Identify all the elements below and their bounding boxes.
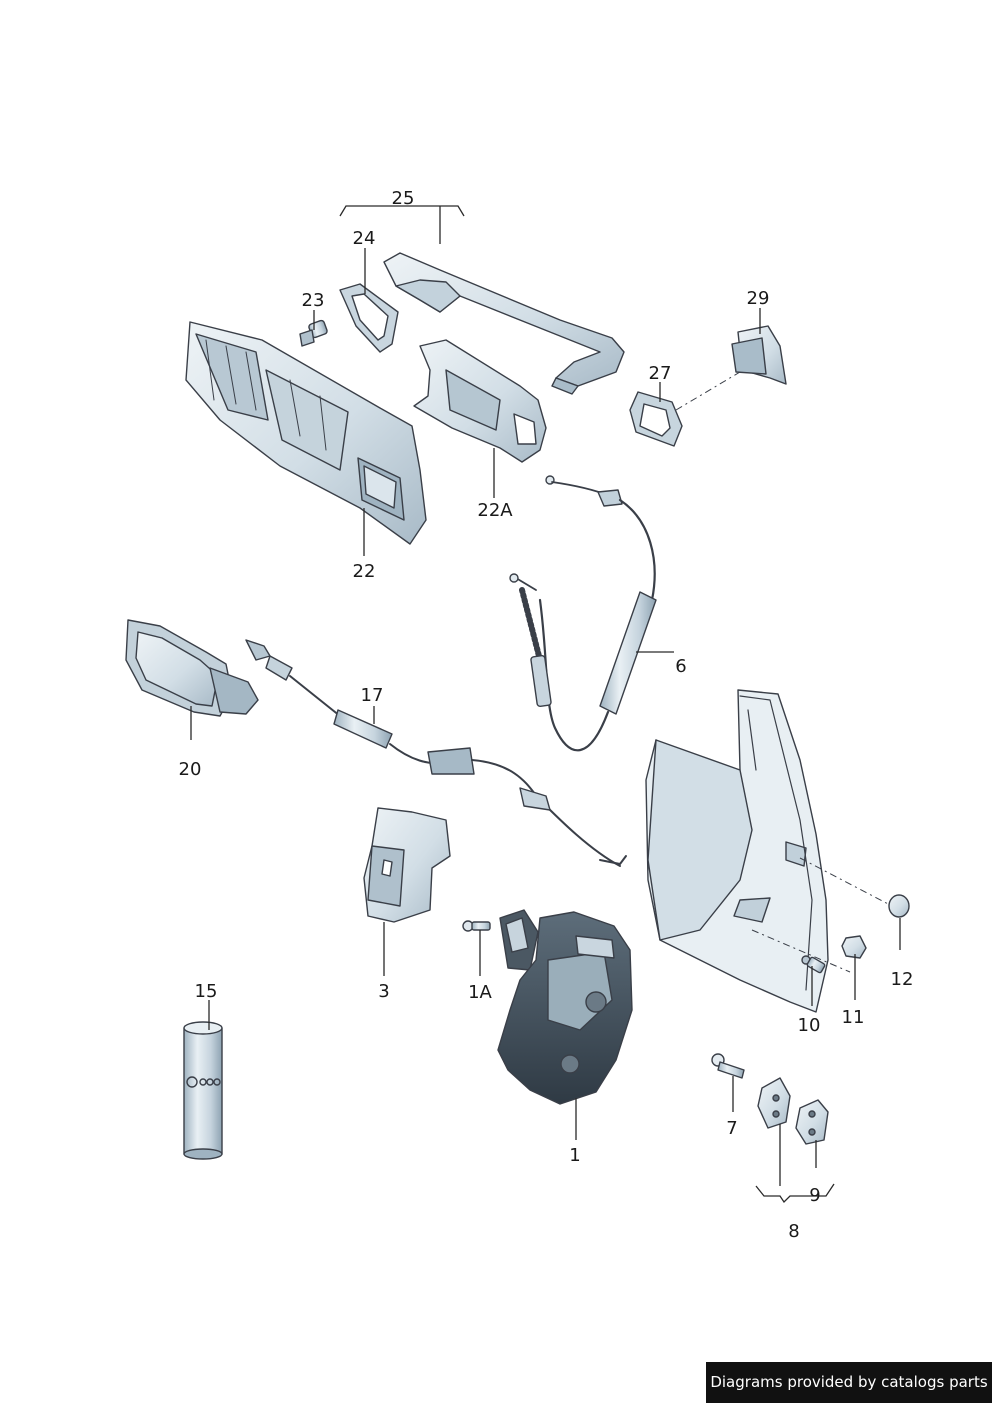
outer-door-handle [383, 252, 625, 395]
release-cable [509, 475, 657, 752]
leader-lines [190, 205, 901, 1204]
inner-door-handle [125, 619, 259, 717]
label-6: 6 [675, 656, 686, 677]
label-8: 8 [788, 1221, 799, 1242]
label-24: 24 [353, 228, 376, 249]
label-22A: 22A [477, 500, 513, 521]
label-20: 20 [179, 759, 202, 780]
label-3: 3 [378, 981, 389, 1002]
handle-carrier-frame [185, 321, 427, 545]
screw-10 [801, 955, 826, 974]
spacer-nut [841, 935, 867, 959]
shim-plate [795, 1099, 829, 1145]
label-11: 11 [842, 1007, 865, 1028]
inner-release-cable [245, 639, 627, 867]
lock-trim [629, 391, 683, 447]
door-shell [645, 689, 829, 1013]
plug-cap [888, 894, 910, 918]
label-25: 25 [392, 188, 415, 209]
grease-can [183, 1021, 223, 1160]
label-7: 7 [726, 1118, 737, 1139]
label-15: 15 [195, 981, 218, 1002]
label-23: 23 [302, 290, 325, 311]
label-22: 22 [353, 561, 376, 582]
bolt-1a [462, 920, 491, 932]
label-27: 27 [649, 363, 672, 384]
lock-cover-cap [731, 325, 787, 385]
label-9: 9 [809, 1185, 820, 1206]
label-1A: 1A [468, 982, 492, 1003]
handle-bracket [413, 339, 547, 463]
label-17: 17 [361, 685, 384, 706]
handle-gasket [339, 283, 399, 353]
part-labels: 25 24 23 29 27 22A 22 6 17 20 3 1A 15 12… [179, 188, 914, 1242]
striker-plate [757, 1077, 791, 1129]
door-lock-mechanism [497, 909, 633, 1105]
footer-credit: Diagrams provided by catalogs parts [706, 1362, 992, 1403]
label-12: 12 [891, 969, 914, 990]
label-10: 10 [798, 1015, 821, 1036]
striker-bolt [711, 1053, 745, 1079]
lock-cover [363, 807, 451, 923]
label-29: 29 [747, 288, 770, 309]
label-1: 1 [569, 1145, 580, 1166]
